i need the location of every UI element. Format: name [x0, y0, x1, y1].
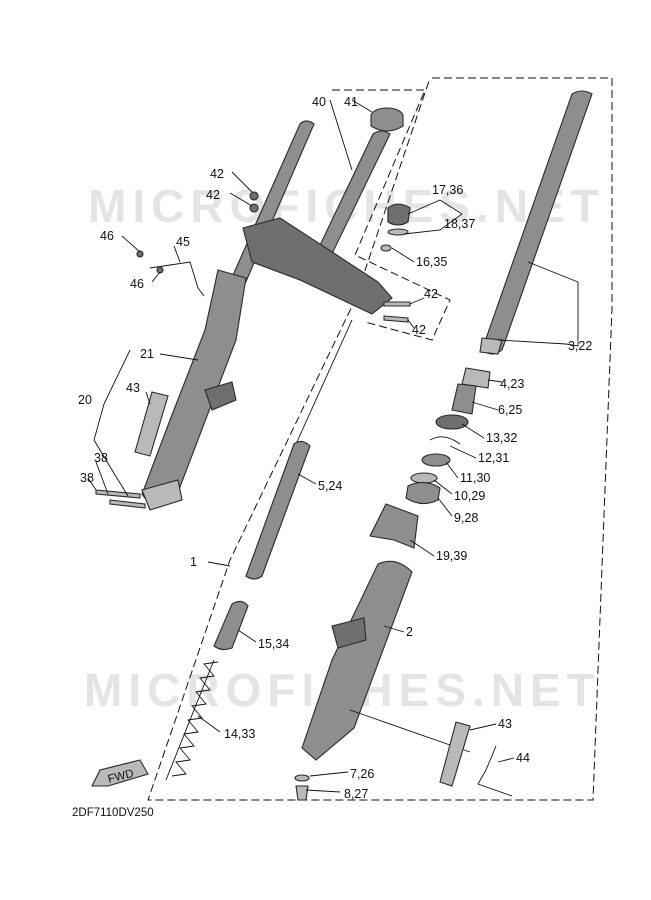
diagram-code: 2DF7110DV250 [72, 807, 154, 819]
left-axle-boss [141, 479, 183, 511]
label-16-35: 16,35 [416, 255, 447, 269]
damper-cylinder [245, 440, 311, 580]
label-38-b: 38 [80, 471, 94, 485]
label-15-34: 15,34 [258, 637, 289, 651]
leader-43-left [145, 391, 151, 405]
leader-45-46 [121, 235, 181, 283]
leader-3-22 [497, 261, 579, 347]
label-44: 44 [516, 751, 530, 765]
leader-38 [87, 461, 109, 495]
label-19-39: 19,39 [436, 549, 467, 563]
label-8-27: 8,27 [344, 787, 368, 801]
left-reflector [134, 391, 169, 457]
label-9-28: 9,28 [454, 511, 478, 525]
outer-boot-19 [369, 503, 419, 549]
label-42-b: 42 [206, 188, 220, 202]
label-43-right: 43 [498, 717, 512, 731]
dust-seal-17 [387, 203, 411, 226]
inner-tube-slide-ring [479, 337, 503, 355]
label-40: 40 [312, 95, 326, 109]
assembly-boundary-right [147, 77, 613, 801]
bolt-42-d [383, 315, 409, 323]
leader-16 [391, 247, 415, 263]
leader-1 [207, 561, 231, 567]
label-42-a: 42 [210, 167, 224, 181]
leader-15-34 [237, 629, 257, 643]
label-7-26: 7,26 [350, 767, 374, 781]
label-42-d: 42 [412, 323, 426, 337]
leader-40-41 [329, 99, 373, 171]
label-6-25: 6,25 [498, 403, 522, 417]
label-14-33: 14,33 [224, 727, 255, 741]
washer-11 [421, 453, 451, 467]
label-1: 1 [190, 555, 197, 569]
leader-21 [159, 353, 199, 361]
leader-2 [383, 625, 405, 633]
label-21: 21 [140, 347, 154, 361]
bolt-8 [295, 785, 309, 801]
spacer-15 [213, 600, 249, 651]
label-45: 45 [176, 235, 190, 249]
label-46-b: 46 [130, 277, 144, 291]
leader-5-24 [297, 473, 317, 485]
bolt-42-c [383, 301, 411, 307]
bracket-44 [477, 745, 513, 797]
right-outer-tube [301, 560, 413, 761]
left-caliper-mount [204, 381, 237, 411]
damper-rod [295, 319, 353, 445]
label-13-32: 13,32 [486, 431, 517, 445]
fwd-arrow-icon [91, 759, 149, 787]
label-11-30: 11,30 [460, 471, 490, 485]
label-42-c: 42 [424, 287, 438, 301]
bearing-41-body [370, 116, 404, 132]
leader-20 [93, 349, 131, 497]
lower-bracket [242, 217, 393, 315]
label-17-36: 17,36 [432, 183, 463, 197]
leader-right-parts [409, 379, 503, 557]
label-12-31: 12,31 [478, 451, 509, 465]
bolt-38-b [109, 499, 146, 509]
label-38-a: 38 [94, 451, 108, 465]
leader-17-18 [403, 199, 463, 235]
bolt-46-upper [136, 250, 144, 258]
clip-18 [387, 228, 409, 236]
leader-44 [497, 757, 515, 763]
right-reflector [439, 721, 471, 787]
oil-seal-13 [435, 414, 469, 430]
fork-spring [171, 661, 219, 777]
leader-14-33 [197, 715, 221, 733]
seal-9 [405, 481, 441, 505]
bolt-38-a [95, 489, 141, 499]
leader-7-8 [305, 771, 349, 793]
label-43-left: 43 [126, 381, 140, 395]
bolt-42-a [249, 191, 259, 201]
clip-12 [429, 436, 461, 445]
hose-guide-bracket [149, 261, 205, 297]
right-caliper-mount [331, 617, 367, 649]
bushing-6 [451, 383, 477, 415]
label-4-23: 4,23 [500, 377, 524, 391]
assembly-boundary-top [332, 89, 451, 341]
washer-10 [410, 472, 438, 484]
label-2: 2 [406, 625, 413, 639]
leader-42-top [229, 171, 253, 207]
label-10-29: 10,29 [454, 489, 485, 503]
bolt-46-lower [156, 266, 164, 274]
leader-42-right [407, 297, 425, 329]
label-5-24: 5,24 [318, 479, 342, 493]
label-46-a: 46 [100, 229, 114, 243]
ring-16 [380, 244, 392, 252]
bushing-4 [461, 367, 491, 389]
label-3-22: 3,22 [568, 339, 592, 353]
label-20: 20 [78, 393, 92, 407]
label-41: 41 [344, 95, 358, 109]
washer-7 [294, 774, 310, 782]
leader-43-right [469, 723, 497, 731]
label-18-37: 18,37 [444, 217, 475, 231]
spring-axis [165, 659, 215, 781]
